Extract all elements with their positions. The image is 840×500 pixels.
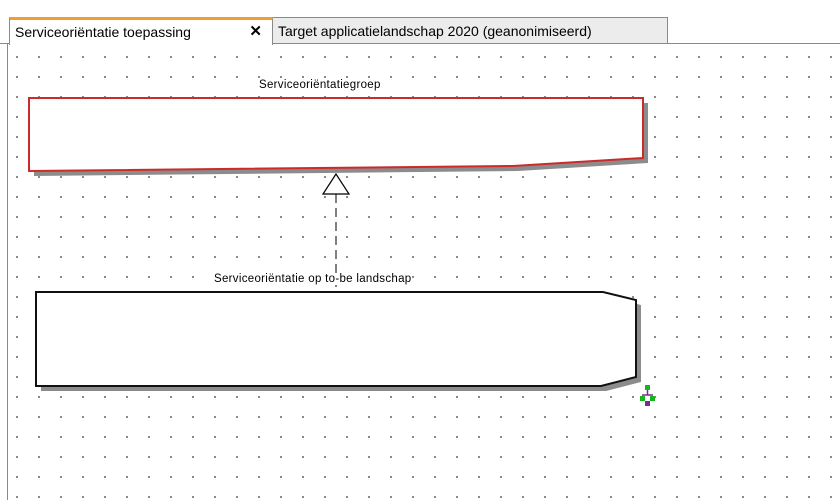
- tab-target-applicatielandschap[interactable]: Target applicatielandschap 2020 (geanoni…: [272, 17, 668, 44]
- group-element[interactable]: [28, 97, 644, 173]
- network-icon[interactable]: [640, 385, 655, 406]
- group-element-label: Serviceoriëntatiegroep: [258, 79, 382, 91]
- tab-label: Target applicatielandschap 2020 (geanoni…: [278, 23, 592, 39]
- process-element[interactable]: [35, 291, 637, 387]
- tab-label: Serviceoriëntatie toepassing: [15, 24, 191, 40]
- triangle-arrow-icon: [321, 172, 351, 195]
- tab-serviceorientatie-toepassing[interactable]: Serviceoriëntatie toepassing ✕: [9, 17, 273, 45]
- close-icon[interactable]: ✕: [249, 23, 262, 40]
- tab-divider: [0, 43, 840, 44]
- tab-bar: Serviceoriëntatie toepassing ✕ Target ap…: [0, 0, 840, 45]
- process-element-label: Serviceoriëntatie op to-be landschap: [213, 273, 413, 285]
